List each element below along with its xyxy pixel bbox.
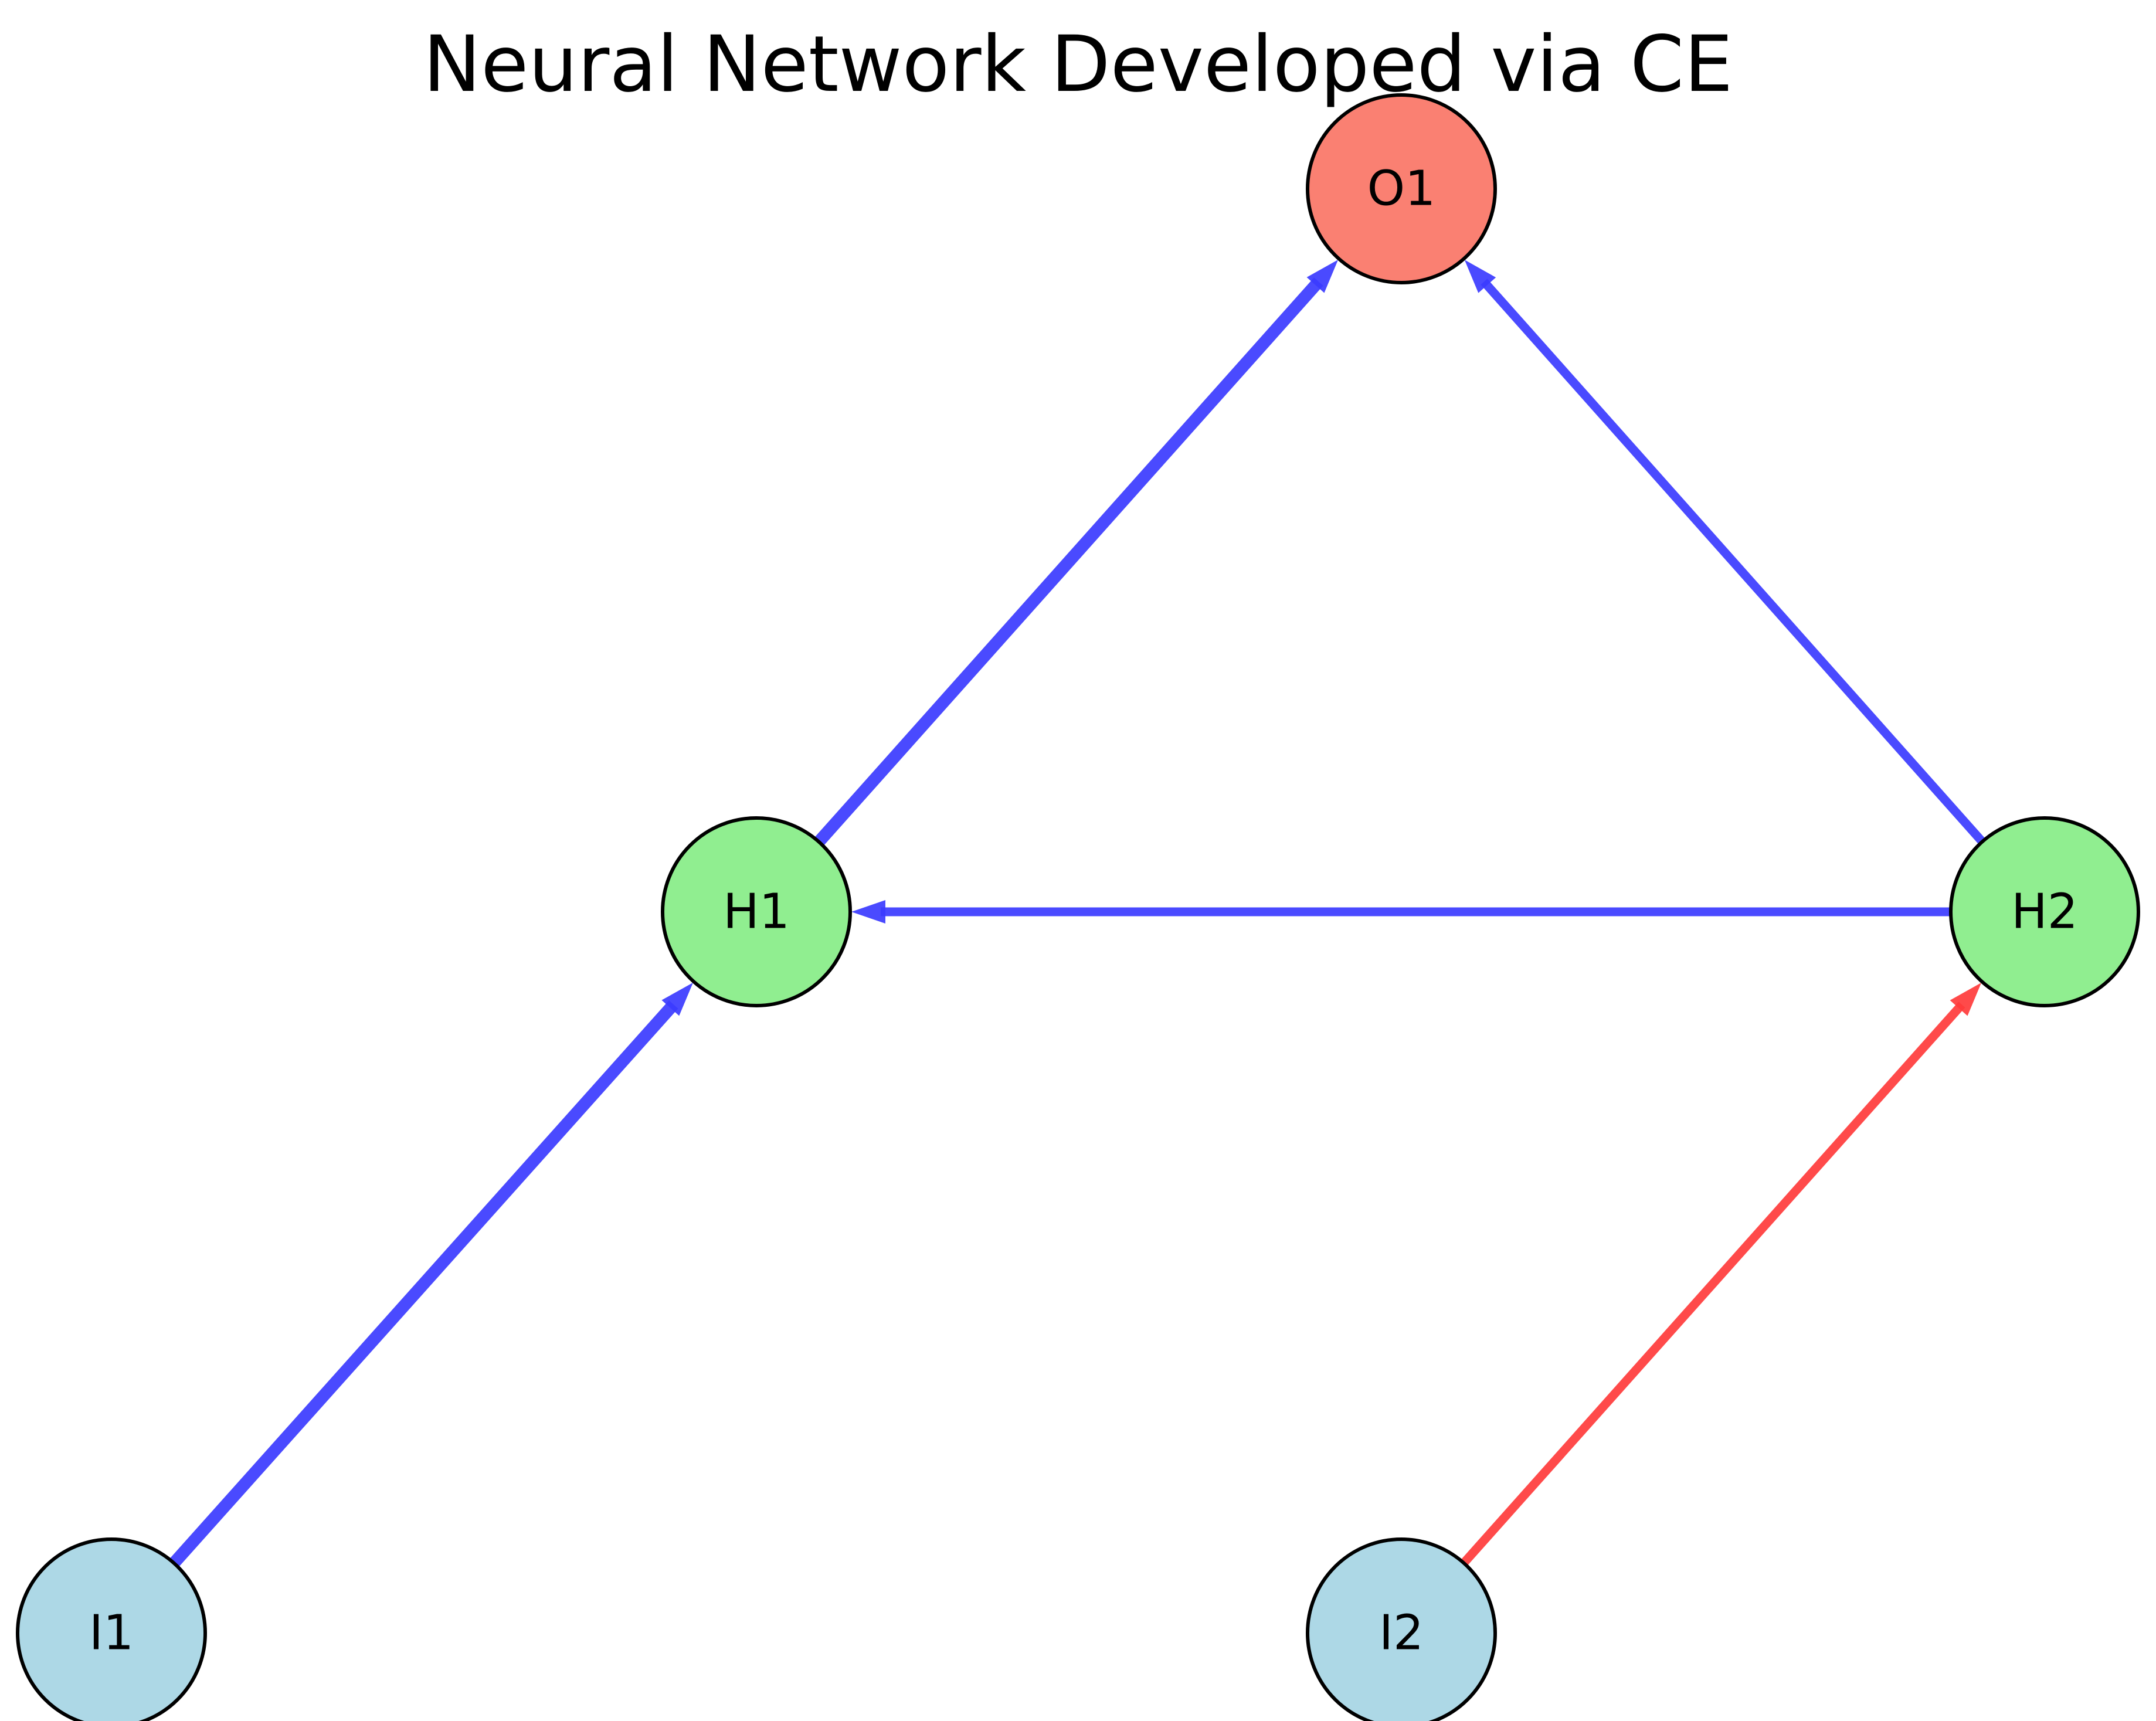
node-label: H2 bbox=[2011, 884, 2078, 940]
node-i1: I1 bbox=[16, 1537, 207, 1721]
node-circle bbox=[16, 1537, 207, 1721]
node-h2: H2 bbox=[1949, 816, 2140, 1007]
node-circle bbox=[1306, 93, 1497, 284]
diagram-title: Neural Network Developed via CE bbox=[423, 19, 1733, 110]
node-h1: H1 bbox=[661, 816, 852, 1007]
node-label: I2 bbox=[1379, 1605, 1424, 1661]
edge-h1-to-o1 bbox=[790, 259, 1339, 873]
edge-line bbox=[790, 277, 1323, 873]
edge-line bbox=[145, 1000, 678, 1594]
edge-arrowhead bbox=[661, 982, 694, 1016]
edge-i2-to-h2 bbox=[1437, 982, 1982, 1593]
edge-arrowhead bbox=[1464, 260, 1496, 293]
edge-h2-to-h1 bbox=[851, 900, 1987, 924]
edge-line bbox=[1481, 279, 2009, 871]
edge-line bbox=[1437, 1002, 1965, 1593]
edges-layer bbox=[145, 259, 2009, 1594]
node-circle bbox=[1306, 1537, 1497, 1721]
node-label: I1 bbox=[89, 1605, 134, 1661]
edge-arrowhead bbox=[851, 900, 885, 924]
node-circle bbox=[661, 816, 852, 1007]
edge-h2-to-o1 bbox=[1464, 260, 2009, 871]
node-label: H1 bbox=[723, 884, 790, 940]
node-i2: I2 bbox=[1306, 1537, 1497, 1721]
edge-arrowhead bbox=[1306, 259, 1339, 293]
node-o1: O1 bbox=[1306, 93, 1497, 284]
edge-arrowhead bbox=[1950, 982, 1982, 1016]
node-label: O1 bbox=[1367, 161, 1436, 217]
edge-i1-to-h1 bbox=[145, 982, 694, 1594]
node-circle bbox=[1949, 816, 2140, 1007]
